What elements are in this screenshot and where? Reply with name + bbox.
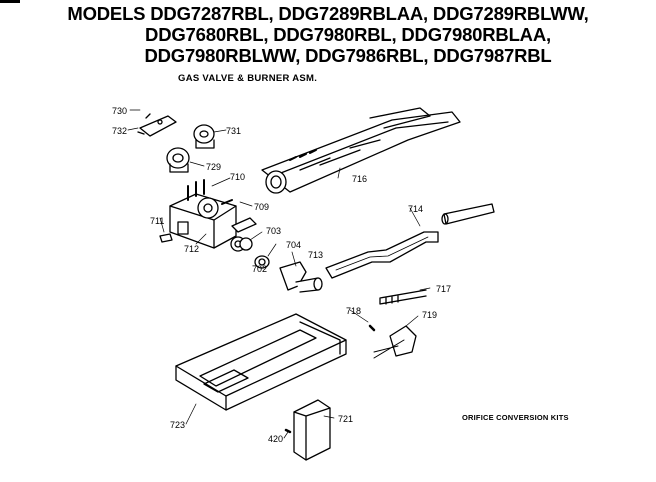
models-heading-line-2: DDG7680RBL, DDG7980RBL, DDG7980RBLAA, — [145, 24, 551, 45]
burner-assembly-drawing — [261, 107, 461, 194]
callout-718: 718 — [346, 306, 361, 316]
orifice-kits-title: ORIFICE CONVERSION KITS — [462, 413, 569, 422]
bracket-drawing — [137, 113, 177, 137]
models-heading-line-1: MODELS DDG7287RBL, DDG7289RBLAA, DDG7289… — [67, 3, 589, 24]
callout-713: 713 — [308, 250, 323, 260]
callout-730: 730 — [112, 106, 127, 116]
gas-line-drawing — [325, 203, 495, 279]
callout-717: 717 — [436, 284, 451, 294]
orifice-kit-entry — [470, 451, 580, 459]
fittings-drawing — [159, 233, 323, 293]
mounting-bracket-drawing — [175, 313, 347, 411]
coil-assembly-drawing — [166, 124, 215, 173]
callout-716: 716 — [352, 174, 367, 184]
diagram-subtitle: GAS VALVE & BURNER ASM. — [178, 73, 318, 84]
shield-plate-drawing — [284, 399, 331, 461]
corner-mark — [0, 0, 20, 3]
orifice-kit-entry — [470, 442, 580, 450]
callout-709: 709 — [254, 202, 269, 212]
callout-702: 702 — [252, 264, 267, 274]
part-callouts: 730 732 731 729 710 709 711 712 703 704 … — [112, 106, 451, 444]
callout-703: 703 — [266, 226, 281, 236]
orifice-kit-entry — [470, 433, 580, 441]
callout-710: 710 — [230, 172, 245, 182]
callout-723: 723 — [170, 420, 185, 430]
orifice-kit-entry — [470, 424, 580, 432]
callout-721: 721 — [338, 414, 353, 424]
callout-712: 712 — [184, 244, 199, 254]
callout-420: 420 — [268, 434, 283, 444]
callout-732: 732 — [112, 126, 127, 136]
igniter-assembly-drawing — [368, 289, 427, 359]
callout-731: 731 — [226, 126, 241, 136]
callout-711: 711 — [150, 216, 164, 226]
callout-719: 719 — [422, 310, 437, 320]
callout-704: 704 — [286, 240, 301, 250]
callout-729: 729 — [206, 162, 221, 172]
models-heading-line-3: DDG7980RBLWW, DDG7986RBL, DDG7987RBL — [144, 45, 552, 66]
callout-leaders — [127, 109, 431, 439]
callout-714: 714 — [408, 204, 423, 214]
